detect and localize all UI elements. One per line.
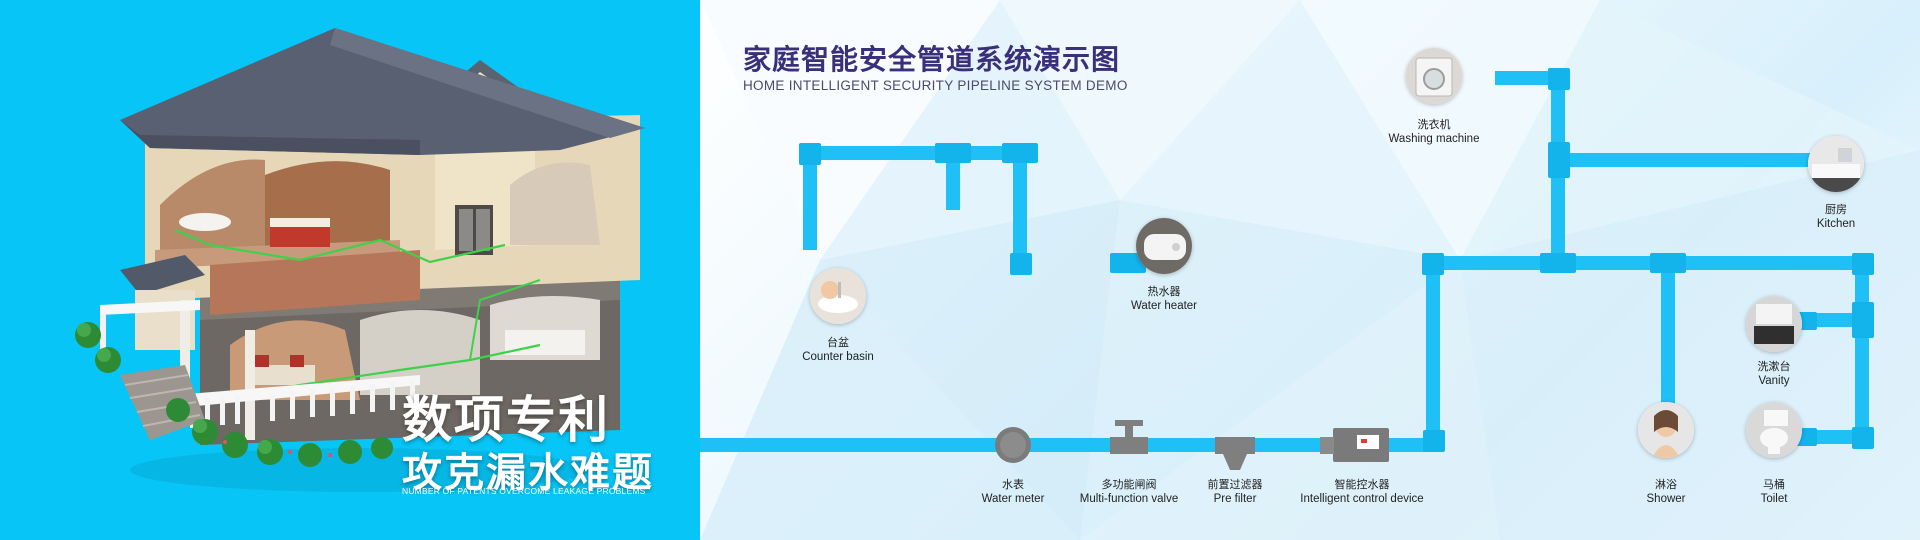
label-washing-machine: 洗衣机 Washing machine <box>1344 118 1524 146</box>
label-cn: 前置过滤器 <box>1207 479 1263 491</box>
diagram-panel: 水表 Water meter 多功能闸阀 Multi-function valv… <box>700 0 1920 540</box>
shower-icon <box>1638 402 1694 458</box>
label-en: Pre filter <box>1213 493 1257 505</box>
valve-icon <box>1110 420 1148 454</box>
label-cn: 洗衣机 <box>1417 119 1451 131</box>
label-en: Shower <box>1646 493 1686 505</box>
label-multi-function-valve: 多功能闸阀 Multi-function valve <box>1039 478 1219 506</box>
label-cn: 洗漱台 <box>1757 361 1791 373</box>
washing-machine-icon <box>1406 48 1462 104</box>
label-cn: 智能控水器 <box>1334 479 1390 491</box>
filter-icon <box>1215 437 1255 470</box>
label-en: Vanity <box>1758 375 1790 387</box>
house-illustration <box>75 28 645 492</box>
basin-icon <box>810 268 866 324</box>
label-cn: 厨房 <box>1825 204 1847 216</box>
house-panel: 数项专利 攻克漏水难题 NUMBER OF PATENTS OVERCOME L… <box>0 0 700 540</box>
label-en: Kitchen <box>1816 218 1856 230</box>
label-en: Washing machine <box>1388 133 1480 145</box>
background-facets <box>700 0 1920 540</box>
label-en: Water heater <box>1130 300 1198 312</box>
slogan-english: NUMBER OF PATENTS OVERCOME LEAKAGE PROBL… <box>402 486 646 496</box>
label-cn: 水表 <box>1002 479 1024 491</box>
label-cn: 热水器 <box>1147 286 1181 298</box>
label-cn: 台盆 <box>827 337 849 349</box>
label-counter-basin: 台盆 Counter basin <box>748 336 928 364</box>
label-cn: 淋浴 <box>1655 479 1677 491</box>
label-en: Toilet <box>1760 493 1788 505</box>
label-water-heater: 热水器 Water heater <box>1074 285 1254 313</box>
label-cn: 多功能闸阀 <box>1101 479 1157 491</box>
label-cn: 马桶 <box>1763 479 1785 491</box>
page-subtitle: HOME INTELLIGENT SECURITY PIPELINE SYSTE… <box>743 78 1128 93</box>
label-en: Water meter <box>981 493 1045 505</box>
toilet-icon <box>1746 402 1802 458</box>
label-en: Intelligent control device <box>1300 493 1424 505</box>
label-en: Counter basin <box>802 351 874 363</box>
slogan-line-1: 数项专利 <box>402 391 610 449</box>
water-meter-icon <box>995 427 1031 463</box>
slogan-line-2: 攻克漏水难题 <box>402 450 654 496</box>
page-title: 家庭智能安全管道系统演示图 <box>743 43 1121 76</box>
label-en: Multi-function valve <box>1079 493 1179 505</box>
label-water-meter: 水表 Water meter <box>923 478 1103 506</box>
label-intelligent-control-device: 智能控水器 Intelligent control device <box>1272 478 1452 506</box>
label-vanity: 洗漱台 Vanity <box>1684 360 1864 388</box>
label-shower: 淋浴 Shower <box>1576 478 1756 506</box>
label-kitchen: 厨房 Kitchen <box>1746 203 1920 231</box>
label-toilet: 马桶 Toilet <box>1684 478 1864 506</box>
kitchen-icon <box>1808 136 1864 192</box>
control-device-icon <box>1320 428 1389 462</box>
vanity-icon <box>1746 296 1802 352</box>
label-pre-filter: 前置过滤器 Pre filter <box>1145 478 1325 506</box>
water-heater-icon <box>1136 218 1192 274</box>
